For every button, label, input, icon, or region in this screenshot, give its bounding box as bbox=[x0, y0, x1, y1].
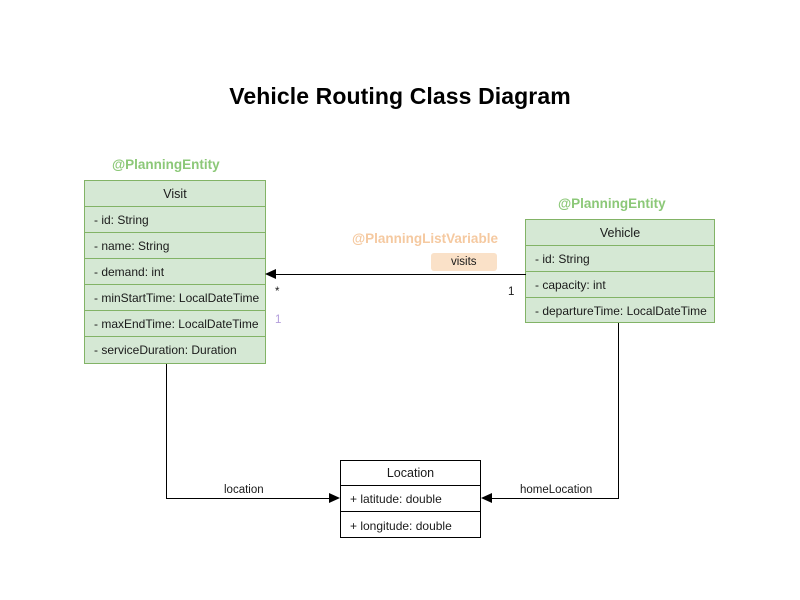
multiplicity-visits-source: 1 bbox=[508, 286, 515, 298]
class-attribute: - serviceDuration: Duration bbox=[94, 343, 237, 357]
class-attribute: - departureTime: LocalDateTime bbox=[535, 304, 707, 318]
class-box-visit[interactable]: Visit - id: String - name: String - dema… bbox=[84, 180, 266, 364]
class-name-visit: Visit bbox=[85, 181, 265, 207]
class-attribute: - id: String bbox=[85, 207, 265, 233]
class-attribute: - capacity: int bbox=[526, 272, 714, 298]
visit-stereotype-annotation: @PlanningEntity bbox=[112, 157, 220, 172]
association-label-visits: visits bbox=[431, 253, 497, 271]
multiplicity-visits-target: * bbox=[275, 286, 280, 298]
association-line-visit-location-vertical bbox=[166, 364, 167, 499]
vehicle-stereotype-annotation: @PlanningEntity bbox=[558, 196, 666, 211]
association-line-visit-location-horizontal bbox=[166, 498, 334, 499]
class-attribute: + latitude: double bbox=[341, 486, 480, 512]
arrowhead-vehicle-location bbox=[481, 493, 492, 503]
association-line-vehicle-location-horizontal bbox=[487, 498, 619, 499]
association-line-visits bbox=[272, 274, 526, 275]
association-label-location: location bbox=[224, 484, 264, 496]
visits-stereotype-annotation: @PlanningListVariable bbox=[352, 231, 498, 246]
class-attribute: - id: String bbox=[526, 246, 714, 272]
multiplicity-visit-location: 1 bbox=[275, 314, 282, 326]
class-attribute: - maxEndTime: LocalDateTime bbox=[85, 311, 265, 337]
arrowhead-visit-location bbox=[329, 493, 340, 503]
class-attribute: - minStartTime: LocalDateTime bbox=[85, 285, 265, 311]
association-line-vehicle-location-vertical bbox=[618, 323, 619, 499]
arrowhead-visits bbox=[265, 269, 276, 279]
class-box-vehicle[interactable]: Vehicle - id: String - capacity: int - d… bbox=[525, 219, 715, 323]
association-label-home-location: homeLocation bbox=[520, 484, 593, 496]
class-name-location: Location bbox=[341, 461, 480, 486]
class-name-vehicle: Vehicle bbox=[526, 220, 714, 246]
class-attribute: - name: String bbox=[85, 233, 265, 259]
class-attribute: - demand: int bbox=[85, 259, 265, 285]
page-title: Vehicle Routing Class Diagram bbox=[229, 83, 571, 109]
class-box-location[interactable]: Location + latitude: double + longitude:… bbox=[340, 460, 481, 538]
class-attribute: + longitude: double bbox=[350, 518, 452, 533]
